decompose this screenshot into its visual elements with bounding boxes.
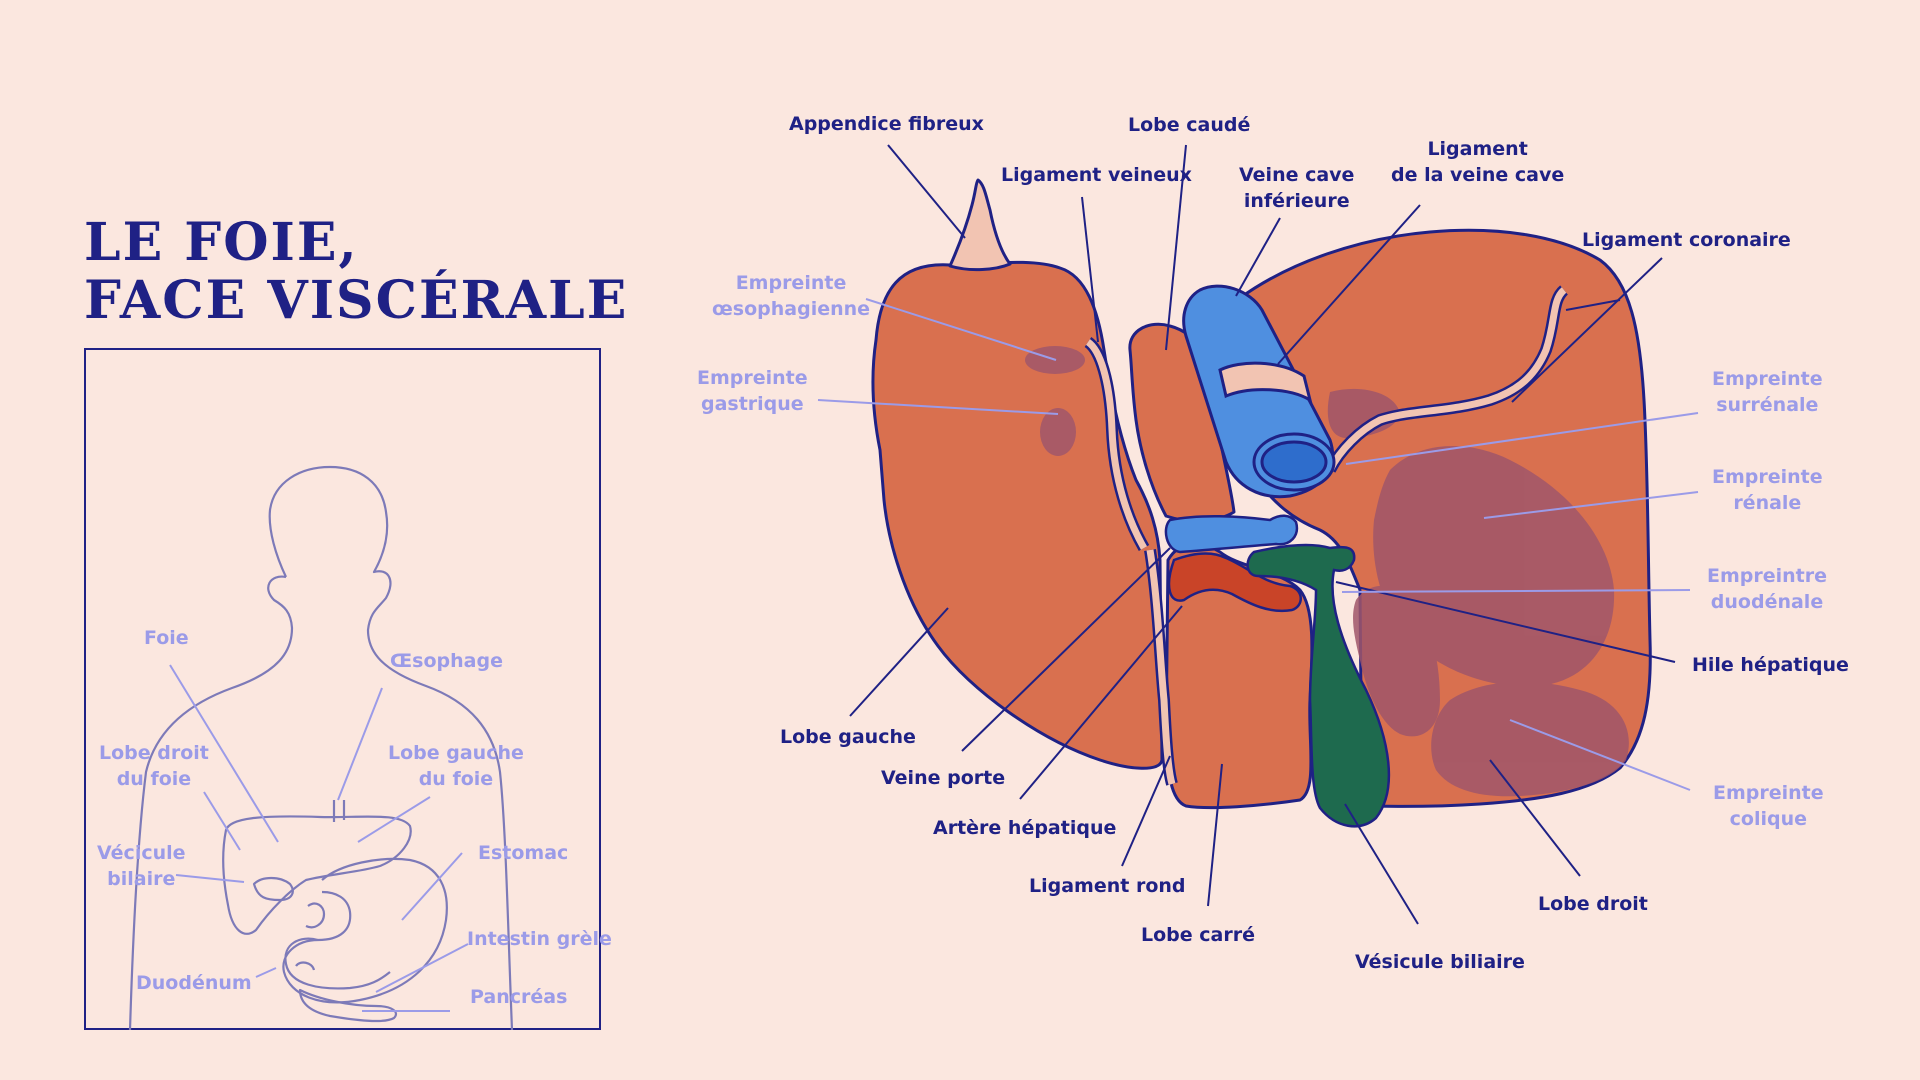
- hepatic-artery: [1167, 552, 1302, 613]
- body-silhouette: [128, 465, 514, 1031]
- gallbladder-small: [252, 876, 294, 902]
- body-location-frame: [84, 348, 601, 1030]
- label-empreinte-surrenale: Empreinte surrénale: [1712, 368, 1823, 416]
- body-leader-lines: [169, 664, 469, 1012]
- body-label-intestin: Intestin grèle: [467, 928, 612, 950]
- duodenum-outline: [284, 937, 391, 990]
- page-title: LE FOIE, FACE VISCÉRALE: [84, 214, 628, 330]
- liver-leader-lines-light: [817, 298, 1699, 791]
- body-label-pancreas: Pancréas: [470, 986, 568, 1008]
- colic-impression: [1431, 681, 1629, 797]
- ligaments: [1084, 285, 1569, 786]
- label-ligament-veine-cave: Ligament de la veine cave: [1391, 138, 1565, 186]
- portal-vein: [1164, 514, 1299, 554]
- label-ligament-coronaire: Ligament coronaire: [1582, 229, 1791, 251]
- label-empreinte-oesophagienne: Empreinte œsophagienne: [712, 272, 871, 320]
- gallbladder: [1246, 543, 1391, 828]
- body-label-lobe-gauche: Lobe gauche du foie: [388, 742, 524, 790]
- pancreas-outline: [298, 988, 398, 1023]
- label-empreinte-duodenale: Empreintre duodénale: [1707, 565, 1828, 613]
- label-appendice-fibreux: Appendice fibreux: [789, 113, 984, 135]
- gastric-impression: [1040, 408, 1076, 456]
- body-label-vesicule: Vécicule bilaire: [97, 842, 186, 890]
- body-label-estomac: Estomac: [478, 842, 569, 864]
- left-lobe: [871, 260, 1164, 770]
- oesophagus: [332, 800, 346, 822]
- label-veine-porte: Veine porte: [881, 767, 1006, 789]
- hilum-vessels: [1164, 514, 1391, 828]
- label-lobe-droit: Lobe droit: [1538, 893, 1648, 915]
- fibrous-appendix: [948, 178, 1012, 272]
- label-lobe-gauche: Lobe gauche: [780, 726, 916, 748]
- body-label-foie: Foie: [144, 627, 189, 649]
- label-veine-cave: Veine cave inférieure: [1239, 164, 1355, 212]
- renal-impression: [1373, 446, 1615, 687]
- stomach-outline: [282, 857, 448, 1004]
- head-outline-right: [268, 465, 514, 1031]
- head-outline: [128, 575, 294, 1031]
- label-empreinte-renale: Empreinte rénale: [1712, 466, 1823, 514]
- impressions: [1025, 346, 1629, 797]
- duodenal-impression: [1353, 585, 1440, 737]
- label-empreinte-colique: Empreinte colique: [1713, 782, 1824, 830]
- label-ligament-rond: Ligament rond: [1029, 875, 1186, 897]
- label-hile-hepatique: Hile hépatique: [1692, 654, 1849, 676]
- body-label-duodenum: Duodénum: [136, 972, 252, 994]
- title-line-1: LE FOIE,: [84, 212, 359, 273]
- body-label-lobe-droit: Lobe droit du foie: [99, 742, 209, 790]
- inferior-vena-cava: [1182, 284, 1336, 499]
- label-lobe-caude: Lobe caudé: [1128, 114, 1251, 136]
- label-vesicule-biliaire: Vésicule biliaire: [1355, 951, 1525, 973]
- intestine-loops: [295, 902, 326, 971]
- label-ligament-veineux: Ligament veineux: [1001, 164, 1192, 186]
- label-artere-hepatique: Artère hépatique: [933, 817, 1117, 839]
- liver-leader-lines-dark: [849, 144, 1676, 925]
- label-lobe-carre: Lobe carré: [1141, 924, 1255, 946]
- liver-outline-small: [222, 815, 412, 935]
- title-line-2: FACE VISCÉRALE: [84, 270, 629, 331]
- label-empreinte-gastrique: Empreinte gastrique: [697, 367, 808, 415]
- body-label-oesophage: Œsophage: [390, 650, 503, 672]
